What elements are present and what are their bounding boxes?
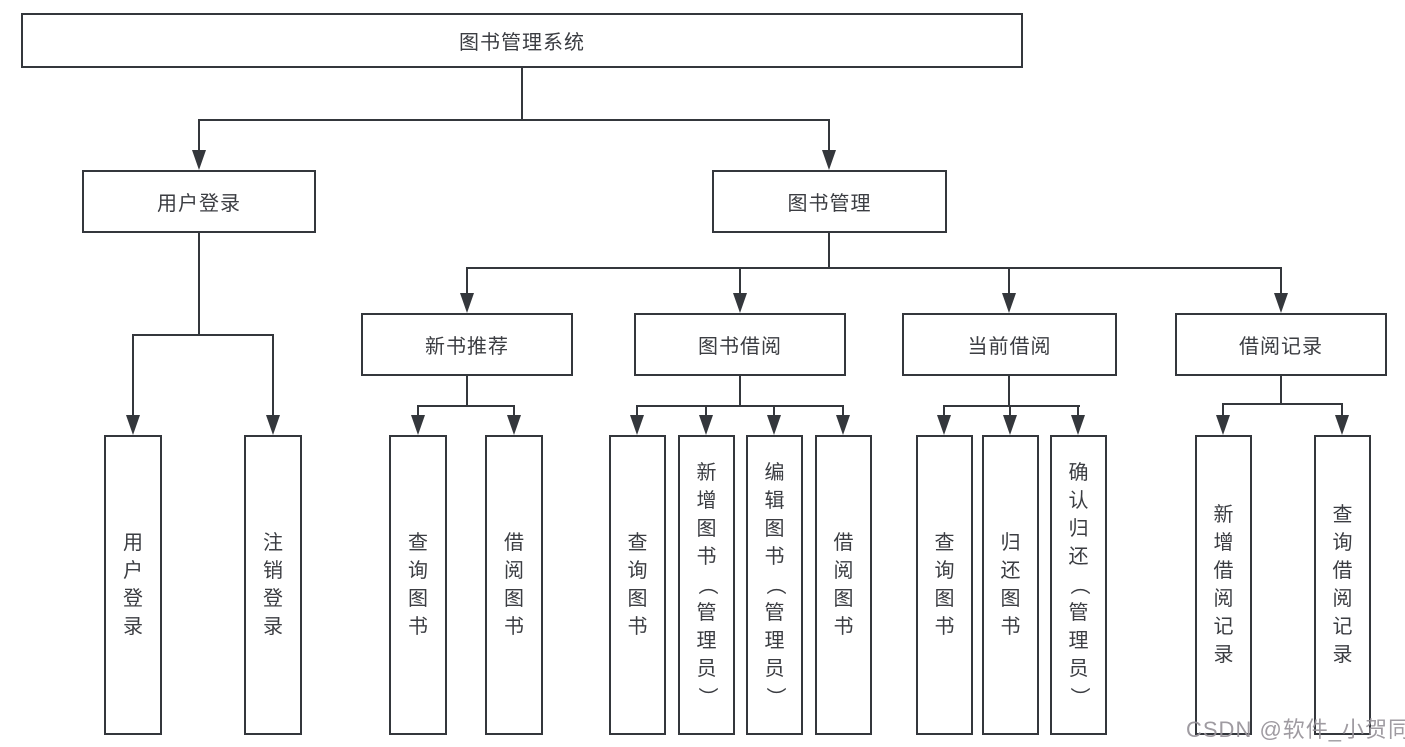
arrowhead-down-icon (126, 415, 140, 435)
arrowhead-down-icon (1071, 415, 1085, 435)
connector-line (943, 405, 945, 415)
node-borrow-records: 借阅记录 (1175, 313, 1387, 376)
arrowhead-down-icon (836, 415, 850, 435)
leaf-borrow-books: 借阅图书 (815, 435, 872, 735)
connector-line (272, 334, 274, 415)
connector-line (1280, 267, 1282, 293)
arrowhead-down-icon (1216, 415, 1230, 435)
connector-line (739, 267, 741, 293)
leaf-confirm-return-admin: 确认归还（管理员） (1050, 435, 1107, 735)
arrowhead-down-icon (767, 415, 781, 435)
connector-line (513, 405, 515, 415)
arrowhead-down-icon (507, 415, 521, 435)
connector-line (828, 233, 830, 269)
node-book-management: 图书管理 (712, 170, 947, 233)
arrowhead-down-icon (1003, 415, 1017, 435)
arrowhead-down-icon (630, 415, 644, 435)
connector-line (636, 405, 638, 415)
node-current-borrowing: 当前借阅 (902, 313, 1117, 376)
leaf-return-books: 归还图书 (982, 435, 1039, 735)
connector-line (828, 119, 830, 152)
node-user-login: 用户登录 (82, 170, 316, 233)
connector-line (1341, 403, 1343, 415)
arrowhead-down-icon (1002, 293, 1016, 313)
connector-line (1008, 267, 1010, 293)
connector-line (417, 405, 419, 415)
connector-line (943, 405, 1080, 407)
arrowhead-down-icon (460, 293, 474, 313)
leaf-edit-books-admin: 编辑图书（管理员） (746, 435, 803, 735)
leaf-add-books-admin: 新增图书（管理员） (678, 435, 735, 735)
arrowhead-down-icon (699, 415, 713, 435)
leaf-borrow-books-recommend: 借阅图书 (485, 435, 543, 735)
arrowhead-down-icon (937, 415, 951, 435)
connector-line (1077, 405, 1079, 415)
arrowhead-down-icon (1274, 293, 1288, 313)
leaf-user-login: 用户登录 (104, 435, 162, 735)
arrowhead-down-icon (733, 293, 747, 313)
arrowhead-down-icon (266, 415, 280, 435)
leaf-query-books-recommend: 查询图书 (389, 435, 447, 735)
leaf-query-books-current: 查询图书 (916, 435, 973, 735)
connector-line (1280, 376, 1282, 405)
connector-line (521, 68, 523, 120)
connector-line (636, 405, 844, 407)
connector-line (1009, 405, 1011, 415)
leaf-logout: 注销登录 (244, 435, 302, 735)
connector-line (739, 376, 741, 407)
connector-line (1008, 376, 1010, 407)
arrowhead-down-icon (1335, 415, 1349, 435)
arrowhead-down-icon (822, 150, 836, 170)
connector-line (842, 405, 844, 415)
connector-line (132, 334, 134, 415)
node-book-borrowing: 图书借阅 (634, 313, 846, 376)
connector-line (198, 119, 830, 121)
connector-line (466, 267, 468, 293)
connector-line (1222, 403, 1343, 405)
csdn-watermark: CSDN @软件_小贺同学 (1186, 717, 1405, 742)
leaf-add-borrow-record: 新增借阅记录 (1195, 435, 1252, 735)
connector-line (466, 267, 1282, 269)
connector-line (198, 119, 200, 152)
connector-line (1222, 403, 1224, 415)
leaf-query-borrow-record: 查询借阅记录 (1314, 435, 1371, 735)
node-library-management-system: 图书管理系统 (21, 13, 1023, 68)
arrowhead-down-icon (192, 150, 206, 170)
connector-line (417, 405, 515, 407)
connector-line (773, 405, 775, 415)
leaf-query-books-borrowing: 查询图书 (609, 435, 666, 735)
node-new-book-recommend: 新书推荐 (361, 313, 573, 376)
connector-line (198, 233, 200, 336)
connector-line (466, 376, 468, 407)
arrowhead-down-icon (411, 415, 425, 435)
connector-line (132, 334, 274, 336)
connector-line (705, 405, 707, 415)
